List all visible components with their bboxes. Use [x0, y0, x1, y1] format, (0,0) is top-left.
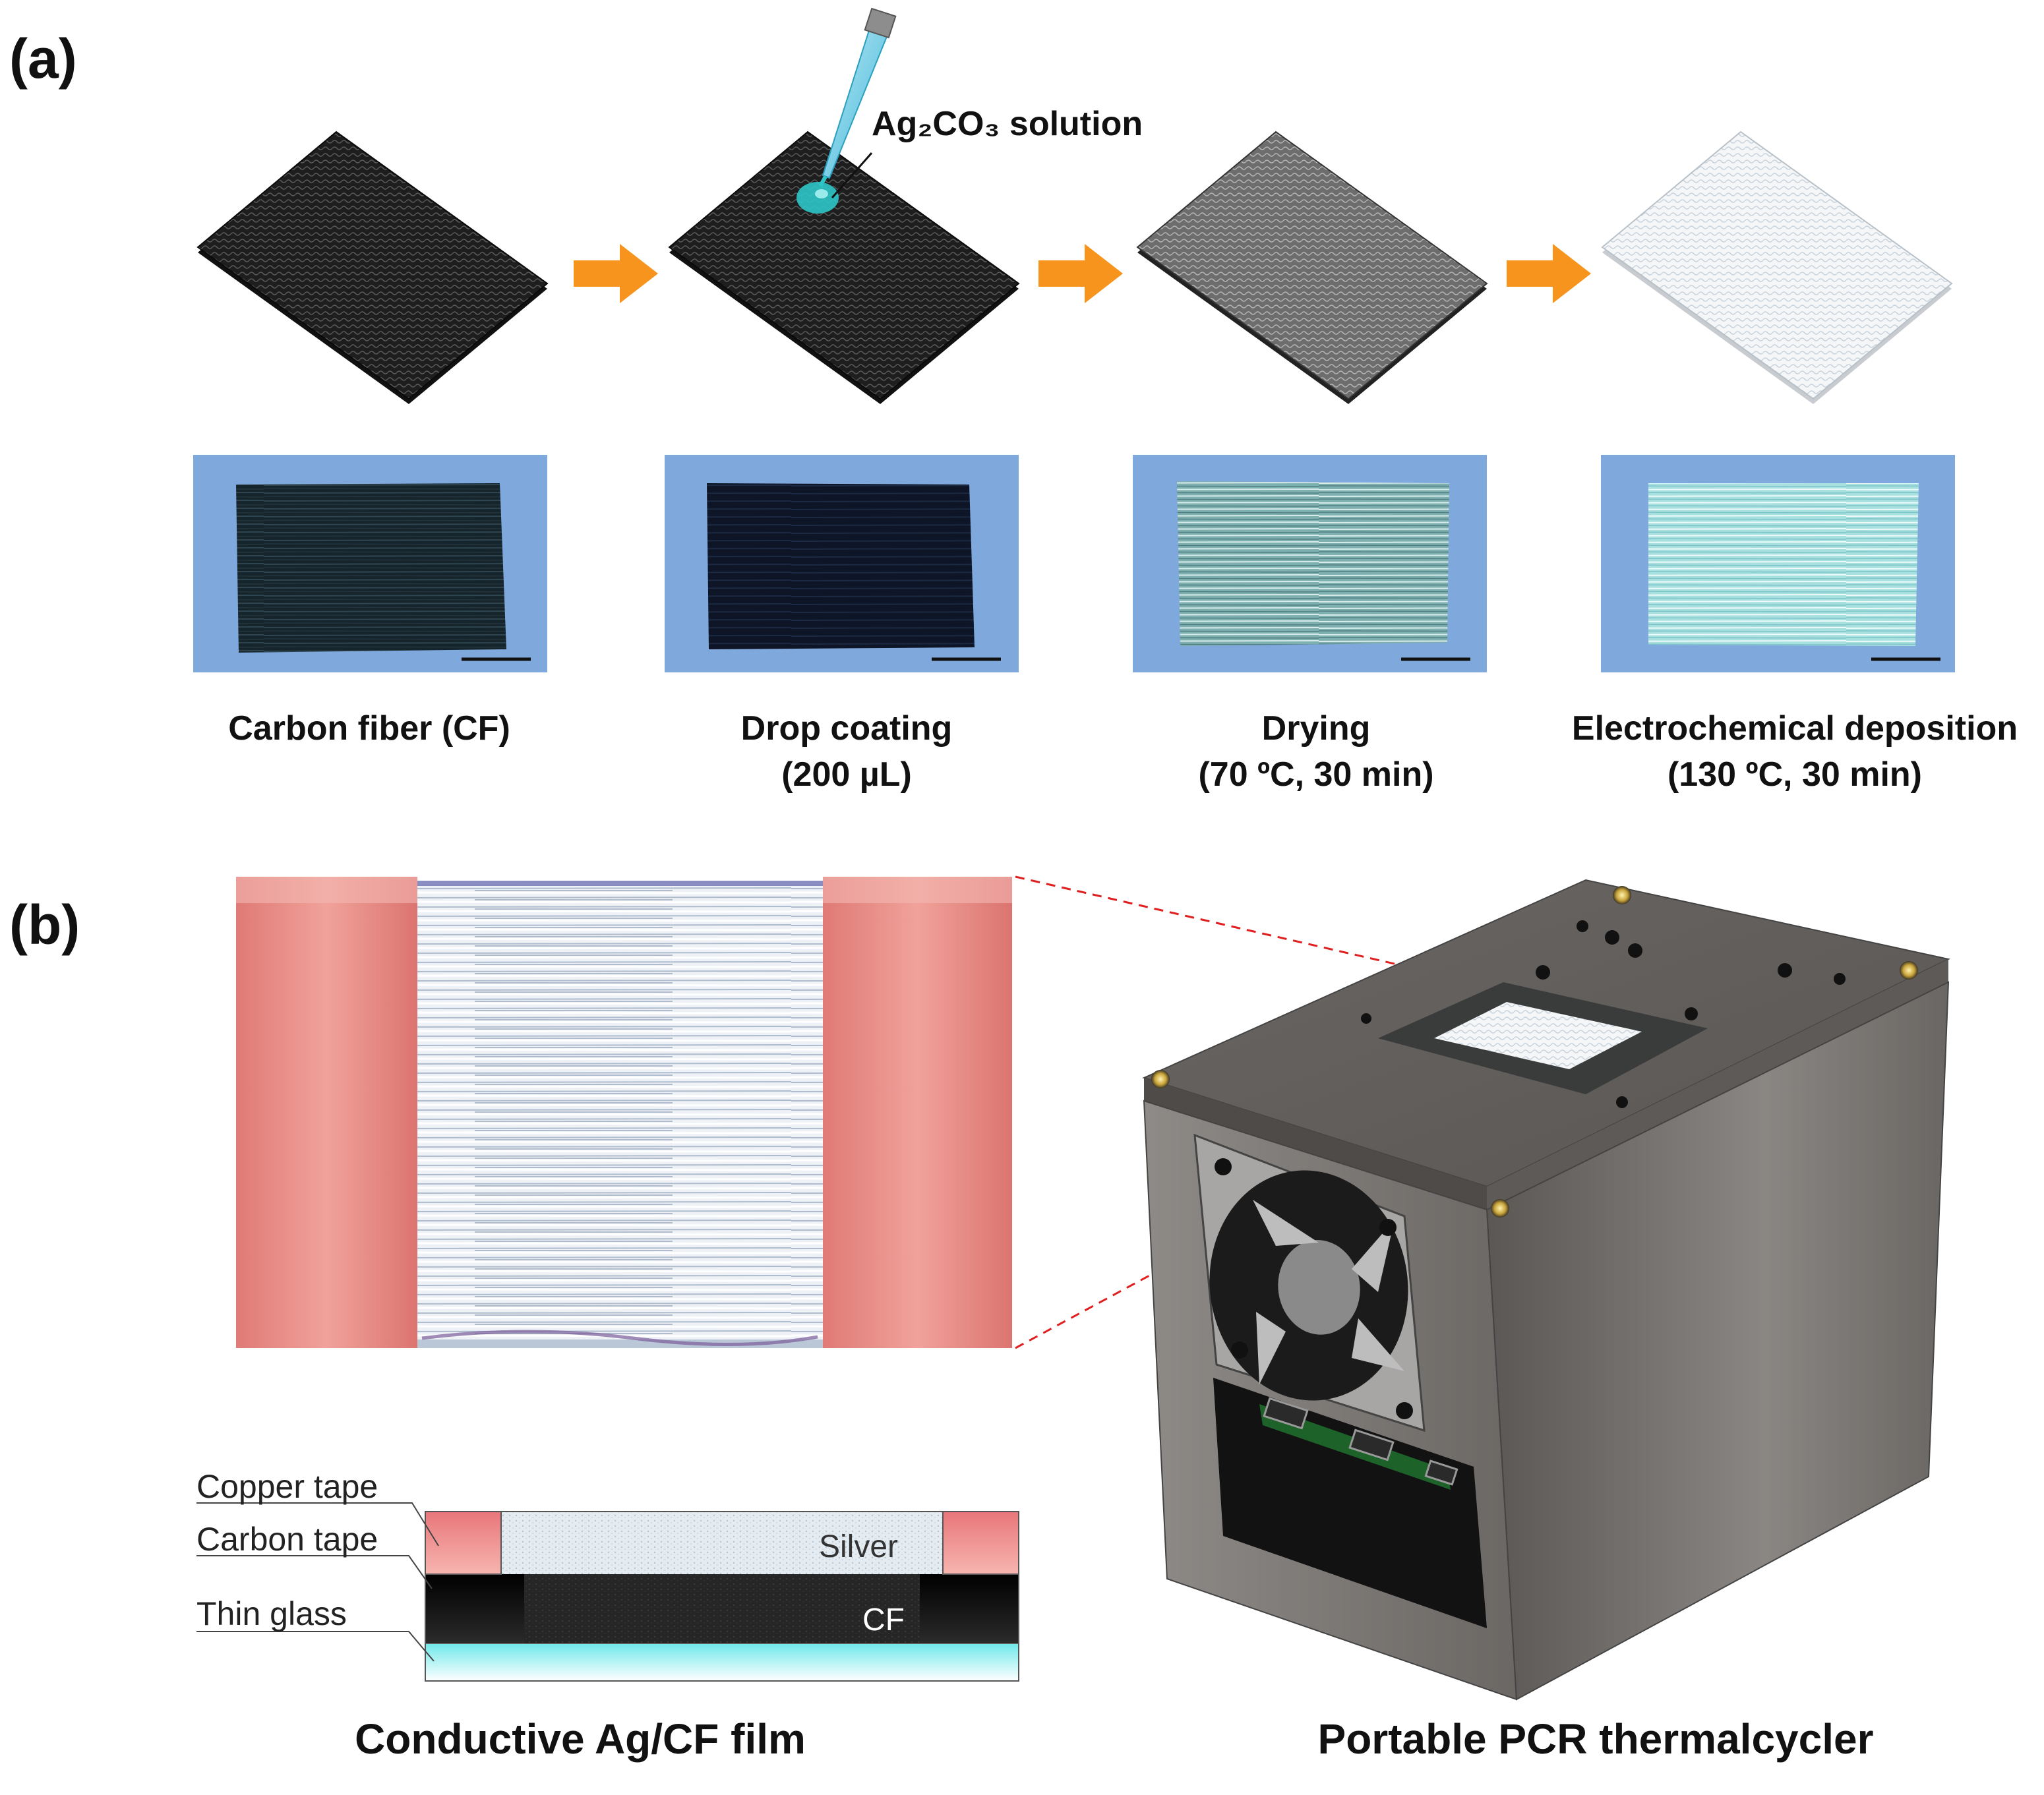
leader-glass [196, 1631, 435, 1662]
pipette [818, 7, 897, 187]
copper-layer-right [942, 1511, 1019, 1575]
copper-tape-label: Copper tape [196, 1468, 378, 1505]
step-1-label: Carbon fiber (CF) [228, 709, 510, 748]
photo-carbon-fiber [193, 455, 547, 672]
silver-layer [501, 1512, 943, 1574]
heater-film [1434, 1002, 1642, 1069]
thin-glass-label: Thin glass [196, 1595, 347, 1632]
usb-port-icon [1424, 1459, 1458, 1486]
leader-copper [196, 1502, 439, 1546]
screw-icon [1613, 886, 1631, 904]
copper-layer-left [425, 1511, 502, 1575]
film-photo [234, 877, 1012, 1348]
step-2-label: Drop coating [741, 709, 953, 748]
film-caption: Conductive Ag/CF film [355, 1715, 806, 1763]
panel-a-label: (a) [9, 28, 77, 90]
device-caption: Portable PCR thermalcycler [1318, 1715, 1874, 1763]
copper-tape-right [823, 877, 1012, 1348]
silver-label: Silver [819, 1529, 898, 1564]
sheet-silver-deposited [1601, 131, 1953, 404]
sheet-dried [1136, 131, 1488, 404]
usb-port-icon [1348, 1428, 1395, 1461]
copper-tape-left [236, 877, 417, 1348]
cf-label: CF [862, 1603, 905, 1637]
photo-dried [1133, 455, 1487, 672]
sheet-drop-coated [668, 131, 1020, 404]
screw-icon [1900, 961, 1918, 980]
usb-port-icon [1263, 1397, 1309, 1430]
cross-section-diagram: Silver CF Copper tape Carbon tape Thin g… [196, 1468, 1019, 1682]
device-side [1486, 981, 1950, 1701]
leader-carbon [196, 1555, 433, 1589]
panel-b-label: (b) [9, 894, 80, 956]
callout-line [831, 152, 873, 198]
carbon-tape-label: Carbon tape [196, 1521, 378, 1558]
photo-silver-deposited [1601, 455, 1955, 672]
step-3-label: Drying [1262, 709, 1371, 748]
droplet [797, 182, 839, 214]
screw-icon [1151, 1070, 1170, 1088]
sheet-carbon-fiber [196, 131, 549, 404]
process-arrow-2 [1038, 244, 1123, 303]
step-4-label: Electrochemical deposition [1572, 709, 2018, 748]
ag2co3-solution-label: Ag₂CO₃ solution [872, 105, 1143, 143]
electronics-panel [1213, 1378, 1487, 1628]
glass-layer [425, 1643, 1019, 1682]
process-arrow-3 [1507, 244, 1591, 303]
process-arrow-1 [574, 244, 658, 303]
cf-layer [524, 1574, 920, 1643]
step-4-sublabel: (130 ºC, 30 min) [1668, 755, 1922, 794]
step-2-sublabel: (200 µL) [781, 755, 912, 794]
fan-icon [1193, 1133, 1426, 1432]
photo-drop-coated [665, 455, 1019, 672]
step-3-sublabel: (70 ºC, 30 min) [1198, 755, 1433, 794]
silver-fiber-region [417, 882, 823, 1340]
screw-icon [1491, 1199, 1509, 1218]
pcr-device [1142, 879, 1951, 1701]
